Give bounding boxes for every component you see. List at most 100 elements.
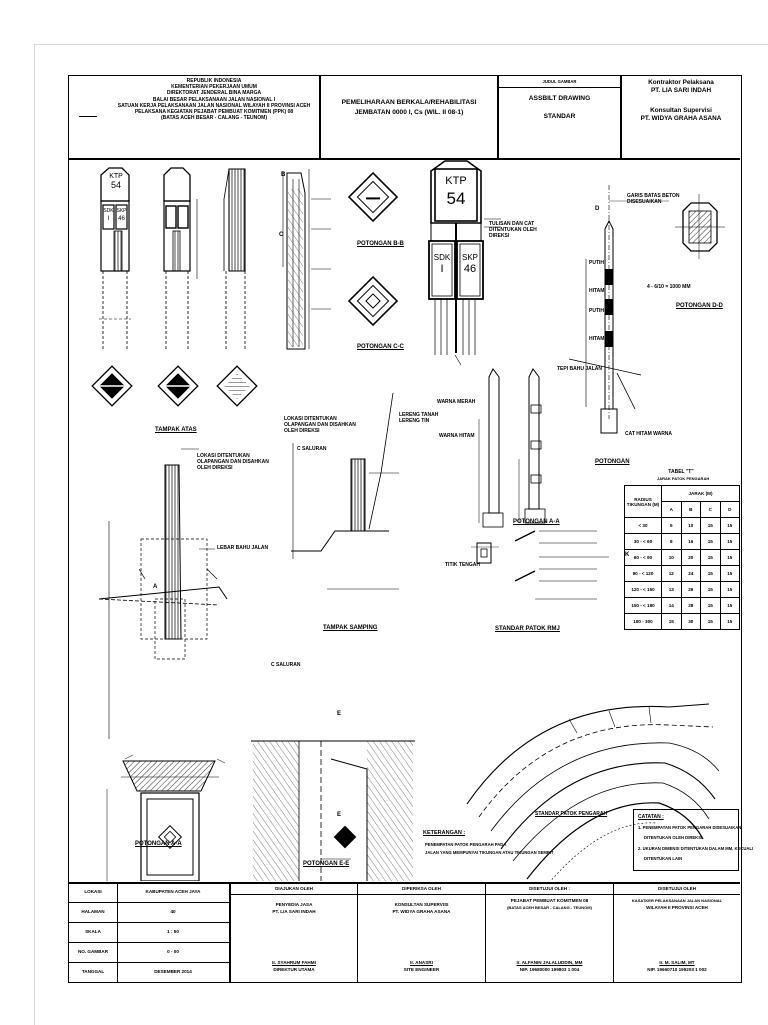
titleblock-hline [69, 962, 229, 963]
header-bottom-rule [69, 158, 740, 160]
project-title-line-2: JEMBATAN 0000 I, Cs (WIL. II 08-1) [354, 109, 464, 116]
institution-line: (BATAS ACEH BESAR - CALANG - TEUNOM) [160, 115, 267, 122]
km-post-left-number-large: I [440, 263, 444, 275]
drawing-sheet: REPUBLIK INDONESIA KEMENTERIAN PEKERJAAN… [68, 75, 753, 983]
dim-label-e: E [337, 711, 342, 717]
institution-line: KEMENTERIAN PEKERJAAN UMUM [171, 84, 257, 91]
table-subheader-row: A B C D [625, 501, 740, 518]
titleblock-top-rule [69, 882, 740, 884]
caption-potongan-bb: POTONGAN B-B [357, 241, 404, 247]
table-cell: 24 [680, 565, 701, 582]
table-cell: 15 [700, 597, 721, 614]
signoff-org: (BATAS ACEH BESAR - CALANG - TEUNOM) [507, 905, 592, 910]
table-cell: 15 [719, 581, 740, 598]
potongan-bb-diamond [347, 171, 399, 223]
km-post-side-view [163, 167, 191, 349]
dim-label-a: A [153, 584, 158, 590]
potongan-ee-plan [251, 740, 415, 881]
patok-rmj-detail [471, 530, 609, 600]
notes-item: 1. PENEMPATAN PATOK PENGARAH DISESUAIKAN [638, 825, 742, 830]
table-cell: 10 [661, 549, 682, 566]
signoff-name: Ir. SYAHRUM FAHMI [272, 960, 316, 965]
drawing-title: ASSBILT DRAWING STANDAR [499, 95, 620, 121]
titleblock-label: SKALA [85, 929, 101, 934]
notes-item: DITENTUKAN OLEH DIREKSI. [644, 835, 704, 840]
patok-pengarah-elevation [568, 185, 642, 434]
titleblock-hline [69, 922, 229, 923]
table-cell: 12 [661, 565, 682, 582]
table-cell: 180 - 300 [624, 613, 662, 630]
note-sumbu-jalan-1: C SALURAN [297, 446, 327, 452]
table-cell: 5 [661, 517, 682, 534]
header-subrule [497, 87, 620, 88]
note-lebar-bahu: LEBAR BAHU JALAN [217, 545, 269, 551]
table-cell: 30 [680, 613, 701, 630]
table-cell: 30 - < 60 [624, 533, 662, 550]
tampak-samping-right [291, 392, 399, 590]
km-post-profile-view [196, 168, 246, 349]
signoff-org: KASATKER PELAKSANAAN JALAN NASIONAL [631, 898, 723, 903]
contractor-block: Kontraktor Pelaksana PT. LIA SARI INDAH … [622, 79, 740, 123]
table-cell: < 30 [624, 517, 662, 534]
potongan-bb-elevation [282, 169, 331, 350]
titleblock-value: 40 [170, 909, 176, 914]
dim-label-d: D [595, 206, 600, 212]
table-cell: 26 [680, 581, 701, 598]
table-cell: 150 - < 180 [624, 597, 662, 614]
drawing-title-line-1: ASSBILT DRAWING [528, 95, 591, 102]
signoff-org: WILAYAH II PROVINSI ACEH [646, 905, 708, 910]
km-post-number-large: 54 [446, 189, 466, 208]
signoff-org: PEJABAT PEMBUAT KOMITMEN 08 [510, 898, 589, 903]
table-cell: 15 [700, 517, 721, 534]
note-lokasi-2: LOKASI DITENTUKAN OLAPANGAN DAN DISAHKAN… [284, 416, 356, 434]
caption-potongan-cc: POTONGAN C-C [357, 344, 404, 350]
km-left-number-small: I [107, 216, 110, 222]
note-tepi-bahu: TEPI BAHU JALAN [557, 366, 603, 372]
table-t-title: TABEL "T" [668, 469, 694, 475]
institution-block: REPUBLIK INDONESIA KEMENTERIAN PEKERJAAN… [109, 78, 319, 121]
keterangan-title: KETERANGAN : [423, 830, 466, 836]
dim-label-c: C [279, 232, 284, 238]
km-post-right-number-large: 46 [463, 263, 477, 275]
institution-line: SATUAN KERJA PELAKSANAAN JALAN NASIONAL … [117, 102, 311, 109]
titleblock-hline [69, 942, 229, 943]
table-cell: 15 [719, 597, 740, 614]
km-post-number-small: 54 [102, 181, 130, 190]
tampak-atas-diamonds [91, 365, 258, 407]
table-cell: 28 [680, 597, 701, 614]
note-hitam-2: HITAM [589, 336, 605, 342]
note-garis-beton: GARIS BATAS BETON DISESUAIKAN [627, 193, 680, 205]
header-dash [79, 116, 97, 118]
signoff-name: Ir. ANASRI [410, 960, 433, 965]
note-lereng: LERENG TANAH LERENG TIN [399, 412, 439, 424]
caption-potongan-a: POTONGAN A-A [513, 519, 560, 525]
institution-line: DIREKTORAT JENDERAL BINA MARGA [166, 90, 262, 97]
table-cell: 15 [661, 613, 682, 630]
titleblock-vline [117, 882, 118, 982]
signoff-org: PT. LIA SARI INDAH [272, 909, 316, 914]
keterangan-line-2: JALAN YANG MEMPUNYAI TIKUNGAN ATAU TIKUN… [425, 850, 554, 855]
table-cell: 20 [680, 549, 701, 566]
titleblock-value: 1 : 50 [167, 929, 179, 934]
table-header: RADIUS TIKUNGAN (M) [624, 485, 662, 518]
table-cell: 15 [719, 517, 740, 534]
drawing-title-label: JUDUL GAMBAR [542, 79, 577, 84]
note-tulisan-cat: TULISAN DAN CAT DITENTUKAN OLEH DIREKSI [489, 221, 537, 239]
signoff-org: KONSULTAN SUPERVISI [394, 902, 449, 907]
caption-potongan: POTONGAN [595, 459, 630, 465]
titleblock-vline [485, 882, 486, 982]
signoff-position: NIP. 19680000 199803 1 004 [519, 967, 580, 972]
km-post-right-code-large: SKP [461, 253, 478, 262]
notes-box: CATATAN : 1. PENEMPATAN PATOK PENGARAH D… [633, 809, 753, 871]
table-cell: 15 [700, 565, 721, 582]
header-divider-3 [620, 76, 622, 158]
note-hitam: HITAM [589, 288, 605, 294]
km-post-front-view [99, 167, 131, 349]
signoff-org: PENYEDIA JASA [275, 902, 313, 907]
caption-tampak-samping: TAMPAK SAMPING [323, 625, 378, 631]
table-cell: 15 [700, 549, 721, 566]
